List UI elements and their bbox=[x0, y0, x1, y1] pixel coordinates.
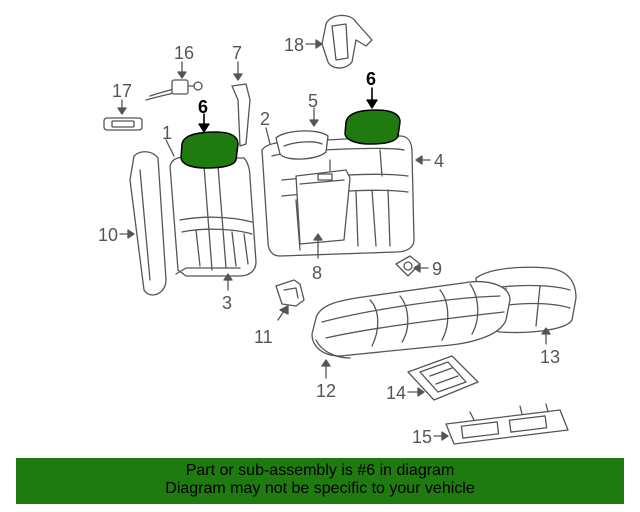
callout-6-right: 6 bbox=[366, 69, 377, 89]
diagram-note-banner: Part or sub-assembly is #6 in diagram Di… bbox=[16, 458, 624, 504]
callout-3: 3 bbox=[222, 293, 233, 313]
callout-6-left: 6 bbox=[198, 97, 209, 117]
part-10-side-bolster bbox=[119, 151, 167, 296]
callout-11: 11 bbox=[254, 327, 273, 347]
banner-line-1: Part or sub-assembly is #6 in diagram bbox=[185, 462, 455, 479]
callout-1: 1 bbox=[162, 123, 173, 143]
part-18-bracket bbox=[305, 14, 373, 69]
callout-13: 13 bbox=[540, 347, 561, 367]
callout-12: 12 bbox=[316, 381, 337, 401]
callout-4: 4 bbox=[434, 151, 445, 171]
part-15-rail bbox=[433, 403, 569, 445]
part-6-headrest-left bbox=[180, 113, 239, 169]
part-5-armrest-cap bbox=[275, 107, 329, 160]
part-9-bezel bbox=[395, 255, 429, 277]
callout-5: 5 bbox=[308, 91, 319, 111]
callout-8: 8 bbox=[312, 263, 323, 283]
part-14-panel bbox=[407, 355, 479, 401]
part-7-guide bbox=[231, 61, 251, 147]
part-1-left-seatback bbox=[165, 139, 257, 277]
callout-17: 17 bbox=[112, 81, 133, 101]
seat-exploded-diagram bbox=[103, 14, 577, 445]
part-12-seat-cushion-frame bbox=[311, 280, 511, 379]
callout-15: 15 bbox=[412, 427, 433, 447]
callout-18: 18 bbox=[284, 35, 305, 55]
part-17-handle bbox=[103, 99, 143, 131]
callout-2: 2 bbox=[260, 109, 271, 129]
part-11-trim bbox=[275, 279, 305, 321]
banner-line-2: Diagram may not be specific to your vehi… bbox=[165, 480, 475, 497]
part-6-headrest-right bbox=[344, 87, 401, 145]
part-8-pass-through bbox=[295, 169, 351, 259]
callout-10: 10 bbox=[98, 225, 119, 245]
callout-9: 9 bbox=[432, 259, 443, 279]
part-16-latch-cable bbox=[145, 61, 203, 101]
callout-16: 16 bbox=[174, 43, 195, 63]
callout-7: 7 bbox=[232, 43, 243, 63]
callout-14: 14 bbox=[386, 383, 407, 403]
